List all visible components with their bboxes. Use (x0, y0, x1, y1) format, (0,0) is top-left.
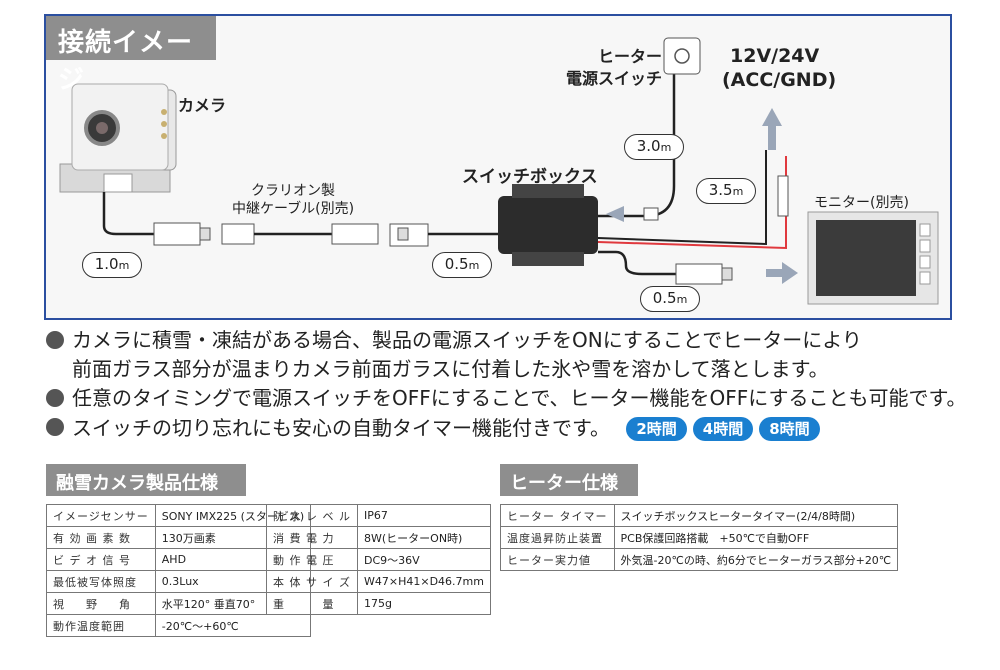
wiring-illustration (59, 37, 939, 305)
heater-spec-table: ヒーター タイマースイッチボックスヒータータイマー(2/4/8時間) 温度過昇防… (500, 504, 899, 571)
section-title: 接続イメージ (46, 16, 216, 95)
list-item: 前面ガラス部分が温まりカメラ前面ガラスに付着した氷や雪を溶かして落とします。 (72, 357, 829, 381)
monitor-illustration (807, 211, 939, 305)
camera-spec-title: 融雪カメラ製品仕様 (46, 464, 246, 496)
relay-cable-label: クラリオン製 中継ケーブル(別売) (231, 183, 355, 217)
table-row: 動作温度範囲-20℃〜+60℃ (46, 614, 312, 637)
heater-switch-label: ヒーター 電源スイッチ (566, 47, 663, 88)
timer-badge-8h: 8時間 (759, 417, 820, 441)
camera-illustration (59, 83, 177, 193)
length-camera-cable: 1.0m (82, 252, 142, 278)
bullet-icon (46, 418, 64, 436)
connection-diagram: 接続イメージ (44, 14, 952, 320)
table-row: ヒーター タイマースイッチボックスヒータータイマー(2/4/8時間) (500, 504, 899, 527)
bullet-icon (46, 331, 64, 349)
monitor-label: モニター(別売) (814, 195, 909, 211)
length-switch-cable: 3.0m (624, 134, 684, 160)
length-power-cable: 3.5m (696, 178, 756, 204)
switch-box-label: スイッチボックス (462, 167, 598, 187)
timer-badge-2h: 2時間 (626, 417, 687, 441)
camera-label: カメラ (178, 96, 227, 115)
length-monitor-cable: 0.5m (640, 286, 700, 312)
list-item: カメラに積雪・凍結がある場合、製品の電源スイッチをONにすることでヒーターにより (46, 326, 966, 355)
heater-spec-title: ヒーター仕様 (500, 464, 638, 496)
timer-badge-4h: 4時間 (692, 417, 754, 441)
table-row: ヒーター実力値外気温-20℃の時、約6分でヒーターガラス部分+20℃ (500, 548, 899, 571)
power-label: 12V/24V (ACC/GND) (722, 45, 837, 91)
bullet-icon (46, 389, 64, 407)
feature-list: カメラに積雪・凍結がある場合、製品の電源スイッチをONにすることでヒーターにより… (46, 326, 967, 443)
switch-box-illustration (498, 184, 598, 266)
list-item: 任意のタイミングで電源スイッチをOFFにすることで、ヒーター機能をOFFにするこ… (46, 384, 967, 413)
length-box-in: 0.5m (432, 252, 492, 278)
